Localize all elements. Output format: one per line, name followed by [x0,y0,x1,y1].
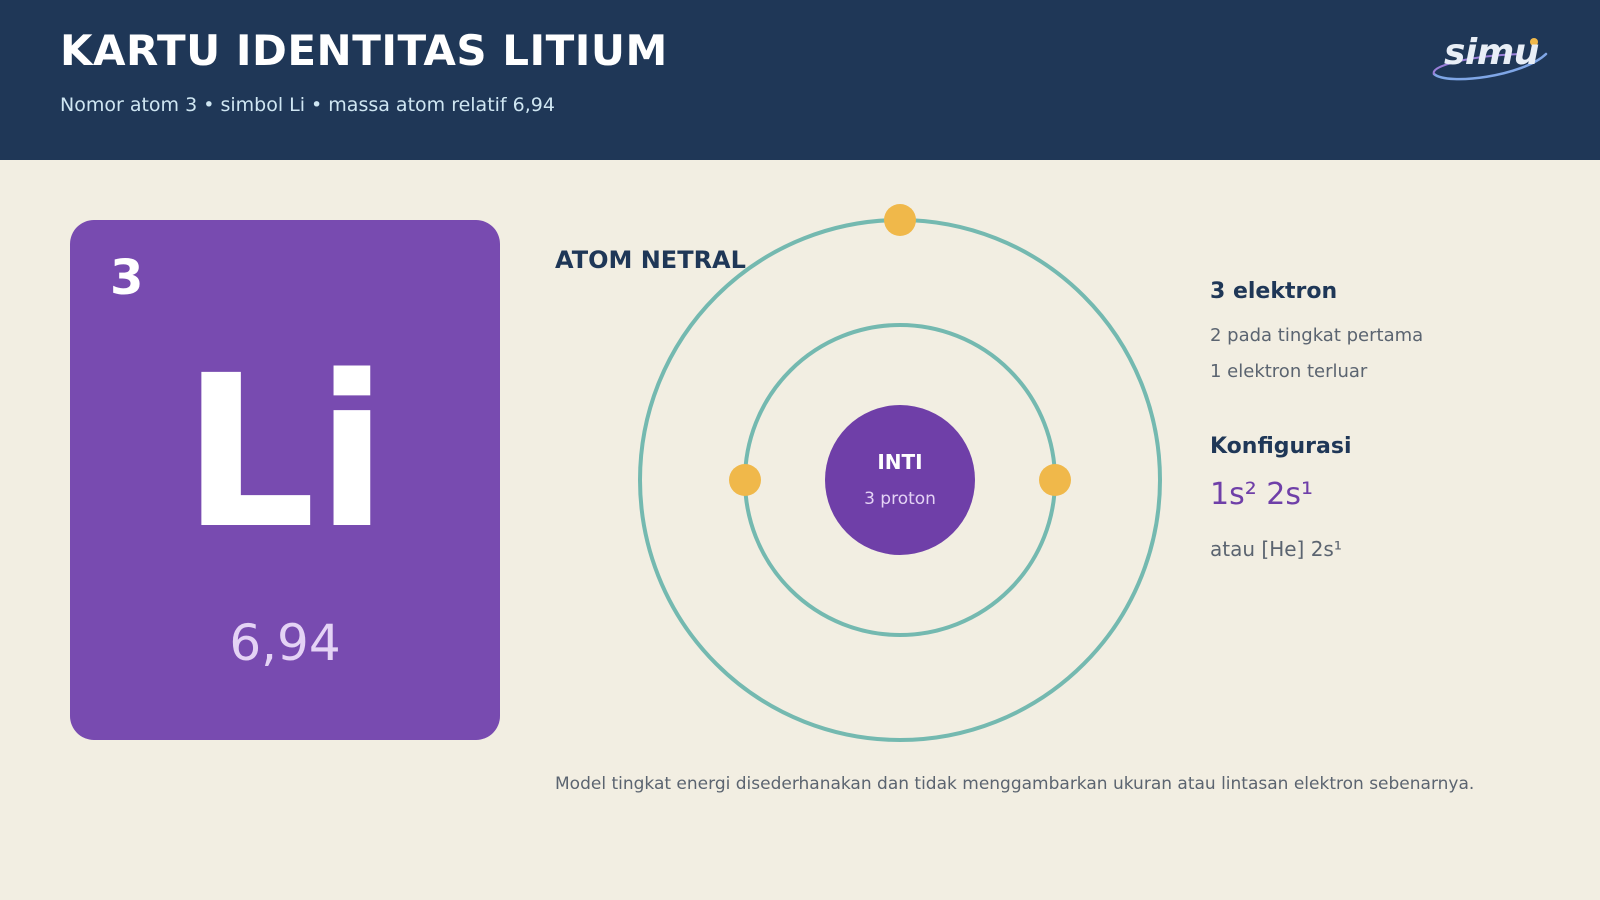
config-heading: Konfigurasi [1210,434,1352,459]
nucleus-subtitle: 3 proton [864,489,936,509]
page-title: KARTU IDENTITAS LITIUM [60,26,668,75]
electron-line-first: 2 pada tingkat pertama [1210,325,1424,346]
electron-outer [884,204,916,236]
diagram-label: ATOM NETRAL [555,246,746,274]
electron-line-outer: 1 elektron terluar [1210,361,1368,382]
bohr-diagram: INTI 3 proton [638,204,1162,742]
header-bar: KARTU IDENTITAS LITIUM Nomor atom 3 • si… [0,0,1600,160]
config-value: 1s² 2s¹ [1210,477,1314,512]
atomic-mass: 6,94 [229,614,341,672]
element-card: 3 Li 6,94 [70,220,500,740]
logo-text: simu [1444,32,1539,73]
element-symbol: Li [182,330,388,575]
atomic-number: 3 [110,250,144,306]
electron-count-heading: 3 elektron [1210,279,1338,304]
nucleus [825,405,975,555]
nucleus-title: INTI [877,450,922,474]
page-subtitle: Nomor atom 3 • simbol Li • massa atom re… [60,94,555,116]
simu-logo: simu [1428,30,1558,90]
footer-note: Model tingkat energi disederhanakan dan … [555,774,1475,794]
electron-inner-right [1039,464,1071,496]
logo-swoosh-icon [1432,38,1548,81]
config-alt: atau [He] 2s¹ [1210,537,1342,561]
electron-inner-left [729,464,761,496]
